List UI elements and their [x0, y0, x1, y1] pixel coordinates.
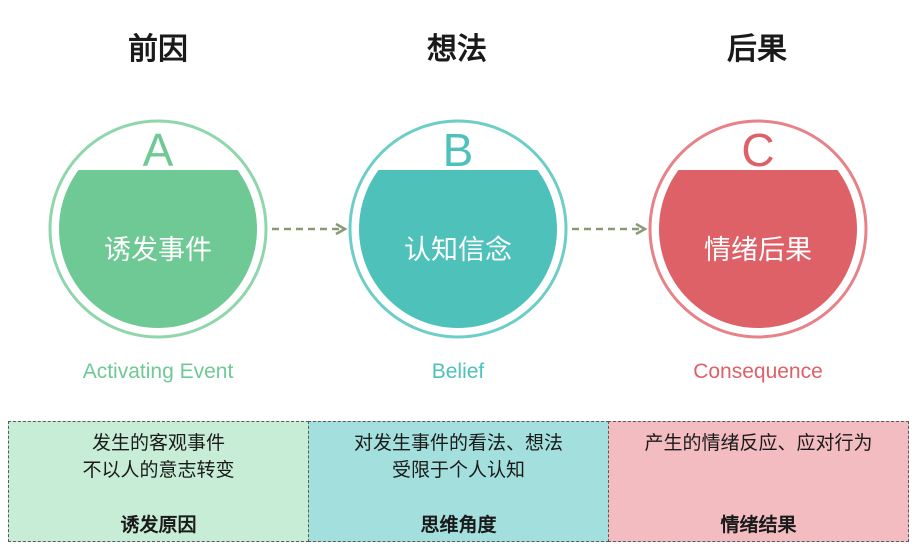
- stage-b-label: 认知信念: [404, 235, 512, 266]
- stage-c-label: 情绪后果: [704, 235, 812, 266]
- stage-c-subtitle: Consequence: [693, 360, 823, 383]
- stage-a-circle: [47, 118, 269, 340]
- heading-thought: 想法: [427, 32, 487, 67]
- stage-a-ring: [48, 119, 268, 339]
- stage-c-letter: C: [741, 124, 775, 176]
- stage-a-letter: A: [142, 124, 174, 176]
- stage-a-label: 诱发事件: [104, 235, 212, 266]
- box-thought-footer: 思维角度: [420, 514, 497, 536]
- stage-b-fill: [359, 170, 557, 328]
- box-consequence: 产生的情绪反应、应对行为 情绪结果: [608, 421, 909, 542]
- box-antecedent: 发生的客观事件 不以人的意志转变 诱发原因: [8, 421, 309, 542]
- heading-consequence: 后果: [727, 32, 787, 67]
- stage-c-graphic: [648, 119, 868, 339]
- stage-b-letter: B: [442, 124, 474, 176]
- stage-b-subtitle: Belief: [431, 360, 485, 383]
- arrow-b-to-c-icon: [572, 222, 648, 236]
- box-thought-text: 对发生事件的看法、想法 受限于个人认知: [353, 432, 563, 481]
- heading-antecedent: 前因: [128, 32, 188, 67]
- stage-c-circle: [647, 118, 869, 340]
- box-consequence-footer: 情绪结果: [720, 514, 797, 536]
- stage-a-fill: [59, 170, 257, 328]
- stage-a-subtitle: Activating Event: [82, 360, 234, 383]
- box-antecedent-text: 发生的客观事件 不以人的意志转变: [82, 432, 235, 481]
- stage-b-graphic: [348, 119, 568, 339]
- box-consequence-text: 产生的情绪反应、应对行为: [644, 432, 873, 454]
- arrow-a-to-b-icon: [272, 222, 348, 236]
- stage-c-fill: [659, 170, 857, 328]
- box-antecedent-footer: 诱发原因: [120, 514, 197, 536]
- stage-a-graphic: [48, 119, 268, 339]
- box-thought: 对发生事件的看法、想法 受限于个人认知 思维角度: [308, 421, 609, 542]
- stage-b-ring: [348, 119, 568, 339]
- stage-c-ring: [648, 119, 868, 339]
- stage-b-circle: [347, 118, 569, 340]
